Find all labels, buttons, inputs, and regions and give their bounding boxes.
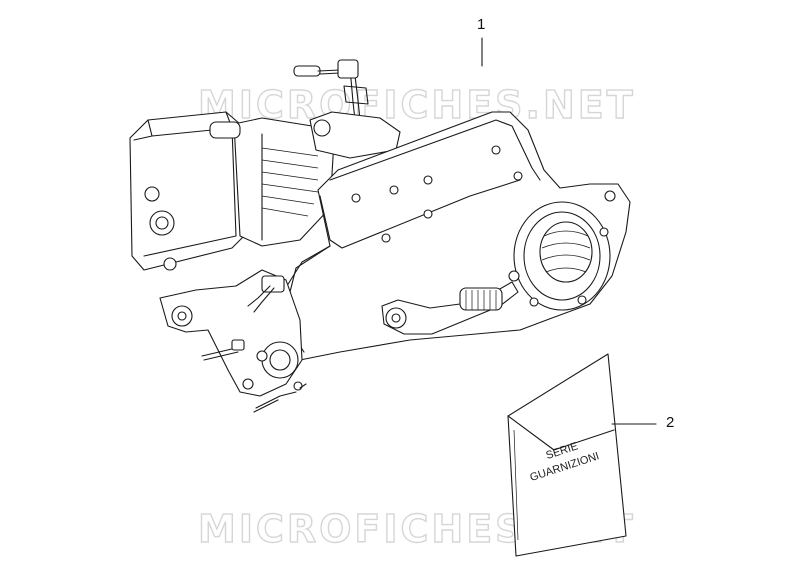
variator-cover [277, 111, 631, 361]
cylinder-block [209, 111, 401, 247]
gasket-kit-envelope: SERIE GUARNIZIONI [507, 353, 627, 557]
callout-number-2: 2 [666, 414, 675, 431]
crankcase-lower [159, 269, 307, 413]
callout-number-1: 1 [477, 16, 486, 33]
intake-hose [293, 59, 369, 121]
engine-assembly [129, 59, 631, 413]
air-filter-box [129, 111, 247, 271]
